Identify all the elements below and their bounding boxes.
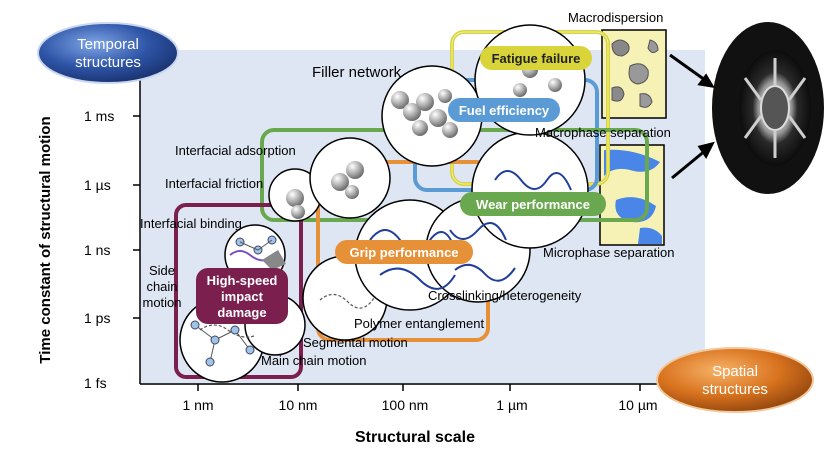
temporal-structures-badge: Temporal structures <box>37 22 179 84</box>
svg-text:Grip performance: Grip performance <box>349 245 458 260</box>
x-ticks: 1 nm 10 nm 100 nm 1 µm 10 µm <box>182 384 658 413</box>
label-side-chain-line2: chain <box>146 279 177 294</box>
y-tick-1ps: 1 ps <box>84 310 110 326</box>
label-side-chain-line3: motion <box>142 295 181 310</box>
label-microphase-separation: Microphase separation <box>543 245 675 260</box>
svg-text:structures: structures <box>75 54 141 71</box>
x-tick-1um: 1 µm <box>496 397 527 413</box>
fatigue-failure-label: Fatigue failure <box>480 46 592 70</box>
label-interfacial-binding: Interfacial binding <box>140 216 242 231</box>
label-interfacial-adsorption: Interfacial adsorption <box>175 143 296 158</box>
label-macrophase-separation: Macrophase separation <box>535 125 671 140</box>
y-tick-1us: 1 µs <box>84 177 111 193</box>
y-tick-1fs: 1 fs <box>84 375 107 391</box>
x-tick-10um: 10 µm <box>618 397 657 413</box>
svg-text:impact: impact <box>221 289 264 304</box>
svg-text:High-speed: High-speed <box>207 273 278 288</box>
svg-text:structures: structures <box>702 381 768 398</box>
label-crosslinking: Crosslinking/heterogeneity <box>428 288 582 303</box>
svg-text:Spatial: Spatial <box>712 363 758 380</box>
label-segmental-motion: Segmental motion <box>303 335 408 350</box>
svg-text:Temporal: Temporal <box>77 36 139 53</box>
svg-text:damage: damage <box>217 305 266 320</box>
macrophase-box <box>599 144 665 246</box>
side-chain-molecule <box>190 235 286 367</box>
y-ticks: 1 ms 1 µs 1 ns 1 ps 1 fs <box>84 108 140 391</box>
svg-text:Wear performance: Wear performance <box>476 197 590 212</box>
label-side-chain-line1: Side <box>149 263 175 278</box>
x-tick-10nm: 10 nm <box>279 397 318 413</box>
svg-text:Fuel efficiency: Fuel efficiency <box>459 103 550 118</box>
macrodispersion-box <box>601 29 667 119</box>
label-macrodispersion: Macrodispersion <box>568 10 663 25</box>
x-axis-title: Structural scale <box>355 429 475 446</box>
label-interfacial-friction: Interfacial friction <box>165 176 263 191</box>
y-tick-1ns: 1 ns <box>84 242 110 258</box>
label-main-chain-motion: Main chain motion <box>261 353 367 368</box>
high-speed-impact-label: High-speed impact damage <box>196 268 288 324</box>
x-tick-1nm: 1 nm <box>182 397 213 413</box>
label-filler-network: Filler network <box>312 64 402 81</box>
label-polymer-entanglement: Polymer entanglement <box>354 316 484 331</box>
arrows-to-tire <box>669 53 715 180</box>
polymer-chains <box>199 170 572 338</box>
y-axis-title: Time constant of structural motion <box>37 116 54 363</box>
x-tick-100nm: 100 nm <box>382 397 429 413</box>
y-tick-1ms: 1 ms <box>84 108 114 124</box>
wear-performance-label: Wear performance <box>460 192 606 216</box>
grip-performance-label: Grip performance <box>335 240 473 264</box>
fuel-efficiency-label: Fuel efficiency <box>448 98 560 122</box>
svg-text:Fatigue failure: Fatigue failure <box>492 51 581 66</box>
tire-image <box>712 22 824 194</box>
spatial-structures-badge: Spatial structures <box>656 347 814 413</box>
